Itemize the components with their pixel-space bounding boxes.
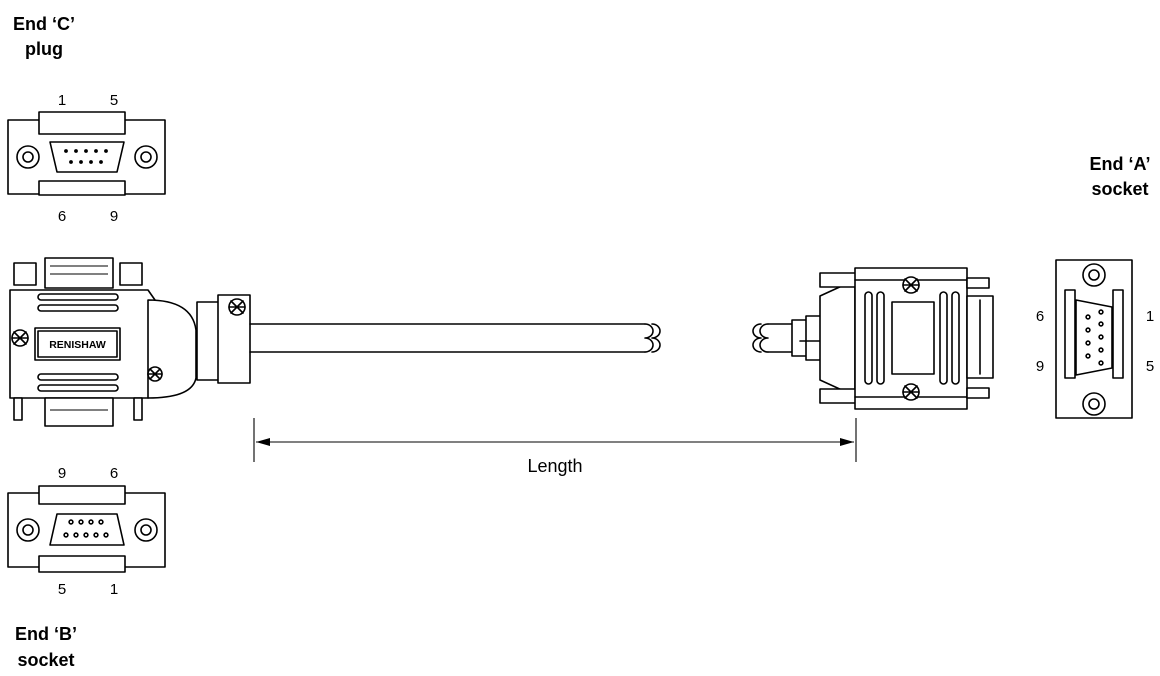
end-b-pin-top-left: 9: [58, 465, 66, 482]
end-b-title: End ‘B’: [15, 624, 77, 644]
left-strain-relief: [196, 294, 251, 384]
end-b-pin-bottom-right: 1: [110, 581, 118, 598]
end-b-subtitle: socket: [17, 650, 74, 670]
end-b-pin-bottom-left: 5: [58, 581, 66, 598]
end-a-title: End ‘A’: [1089, 154, 1150, 174]
renishaw-logo: RENISHAW: [49, 339, 106, 351]
end-a-pin-right-top: 1: [1146, 308, 1154, 325]
end-c-pin-bottom-left: 6: [58, 208, 66, 225]
end-c-pin-top-left: 1: [58, 92, 66, 109]
end-c-pin-top-right: 5: [110, 92, 118, 109]
left-connector-body: RENISHAW: [9, 257, 197, 427]
end-a-pin-right-bottom: 5: [1146, 358, 1154, 375]
end-a-pin-left-bottom: 9: [1036, 358, 1044, 375]
length-dimension: [253, 418, 857, 462]
right-connector-body: [791, 267, 994, 410]
cable: [249, 323, 801, 353]
end-c-pin-bottom-right: 9: [110, 208, 118, 225]
end-c-subtitle: plug: [25, 39, 63, 59]
end-a-subtitle: socket: [1091, 179, 1148, 199]
end-c-title: End ‘C’: [13, 14, 75, 34]
end-b-pin-top-right: 6: [110, 465, 118, 482]
end-a-pin-left-top: 6: [1036, 308, 1044, 325]
end-c-plug-face: [7, 111, 166, 196]
end-a-socket-face: [1055, 259, 1133, 419]
length-label: Length: [527, 456, 582, 476]
end-b-socket-face: [7, 485, 166, 573]
